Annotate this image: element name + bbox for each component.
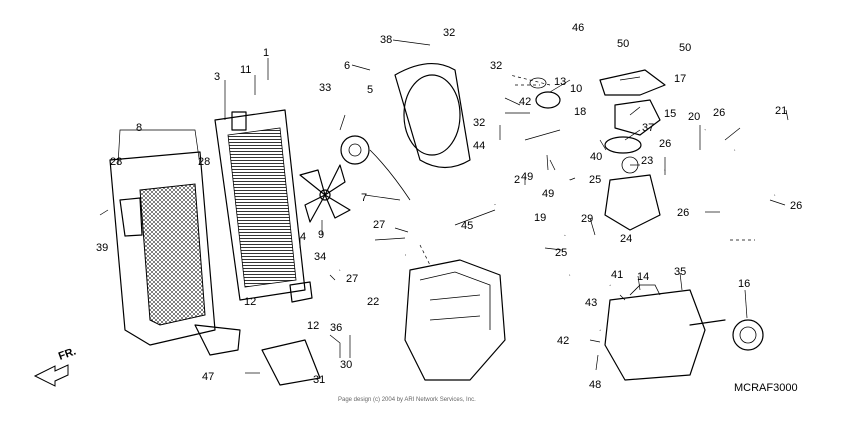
fan-motor (340, 135, 411, 201)
callout-48: 48 (589, 379, 601, 391)
callout-28a: 28 (110, 156, 122, 168)
callout-14: 14 (637, 271, 649, 283)
callout-13: 13 (554, 76, 566, 88)
bracket-17 (599, 69, 666, 96)
callout-24: 24 (620, 233, 632, 245)
leader-lines (99, 39, 789, 374)
diagram-code: MCRAF3000 (734, 382, 798, 394)
front-direction-label: FR. (57, 345, 78, 362)
callout-50a: 50 (617, 38, 629, 50)
copyright-text: Page design (c) 2004 by ARI Network Serv… (338, 397, 476, 403)
callout-10: 10 (570, 83, 582, 95)
callout-25a: 25 (589, 174, 601, 186)
callout-9: 9 (318, 229, 324, 241)
hoses (338, 127, 796, 331)
callout-27a: 27 (373, 219, 385, 231)
callout-1: 1 (263, 47, 269, 59)
callout-38: 38 (380, 34, 392, 46)
callout-21: 21 (775, 105, 787, 117)
callout-2: 2 (514, 174, 520, 186)
callout-12a: 12 (244, 296, 256, 308)
thermostat-housing (604, 99, 661, 231)
callout-44: 44 (473, 140, 485, 152)
callout-36: 36 (330, 322, 342, 334)
callout-45: 45 (461, 220, 473, 232)
callout-32c: 32 (473, 117, 485, 129)
callout-25b: 25 (555, 247, 567, 259)
callout-16: 16 (738, 278, 750, 290)
callout-29: 29 (581, 213, 593, 225)
callout-6: 6 (344, 60, 350, 72)
callout-35: 35 (674, 266, 686, 278)
callout-4: 4 (300, 231, 306, 243)
callout-49a: 49 (521, 171, 533, 183)
callout-19: 19 (534, 212, 546, 224)
callout-42b: 42 (557, 335, 569, 347)
callout-40: 40 (590, 151, 602, 163)
callout-32a: 32 (443, 27, 455, 39)
fan (299, 164, 351, 223)
callout-43: 43 (585, 297, 597, 309)
callout-26c: 26 (677, 207, 689, 219)
radiator-shroud (109, 151, 241, 356)
callout-34: 34 (314, 251, 326, 263)
callout-41: 41 (611, 269, 623, 281)
reservoir-tank (604, 284, 726, 381)
callout-30: 30 (340, 359, 352, 371)
callout-23: 23 (641, 155, 653, 167)
callout-12b: 12 (307, 320, 319, 332)
callout-32b: 32 (490, 60, 502, 72)
callout-33: 33 (319, 82, 331, 94)
callout-3: 3 (214, 71, 220, 83)
callout-18: 18 (574, 106, 586, 118)
callout-39: 39 (96, 242, 108, 254)
radiator (214, 109, 313, 303)
assembly-lines (419, 74, 755, 266)
callout-15: 15 (664, 108, 676, 120)
callout-37: 37 (642, 122, 654, 134)
callout-27b: 27 (346, 273, 358, 285)
callout-46: 46 (572, 22, 584, 34)
callout-26d: 26 (790, 200, 802, 212)
callout-42a: 42 (519, 96, 531, 108)
callout-5: 5 (367, 84, 373, 96)
callout-11: 11 (240, 64, 251, 76)
callout-labels: 1 2 3 5 6 7 8 9 10 11 12 12 13 14 15 16 … (96, 22, 802, 391)
callout-31: 31 (313, 374, 325, 386)
callout-50b: 50 (679, 42, 691, 54)
callout-20: 20 (688, 111, 700, 123)
callout-17: 17 (674, 73, 686, 85)
reservoir-cap (732, 319, 764, 351)
callout-8: 8 (136, 122, 142, 134)
callout-47: 47 (202, 371, 214, 383)
callout-26a: 26 (713, 107, 725, 119)
front-direction-arrow: FR. (33, 345, 78, 387)
radiator-cap (529, 77, 561, 109)
callout-26b: 26 (659, 138, 671, 150)
bracket (261, 339, 321, 386)
callout-49b: 49 (542, 188, 554, 200)
engine (404, 259, 506, 381)
fan-shroud (394, 62, 471, 169)
callout-28b: 28 (198, 156, 210, 168)
callout-22: 22 (367, 296, 379, 308)
callout-7: 7 (361, 192, 367, 204)
